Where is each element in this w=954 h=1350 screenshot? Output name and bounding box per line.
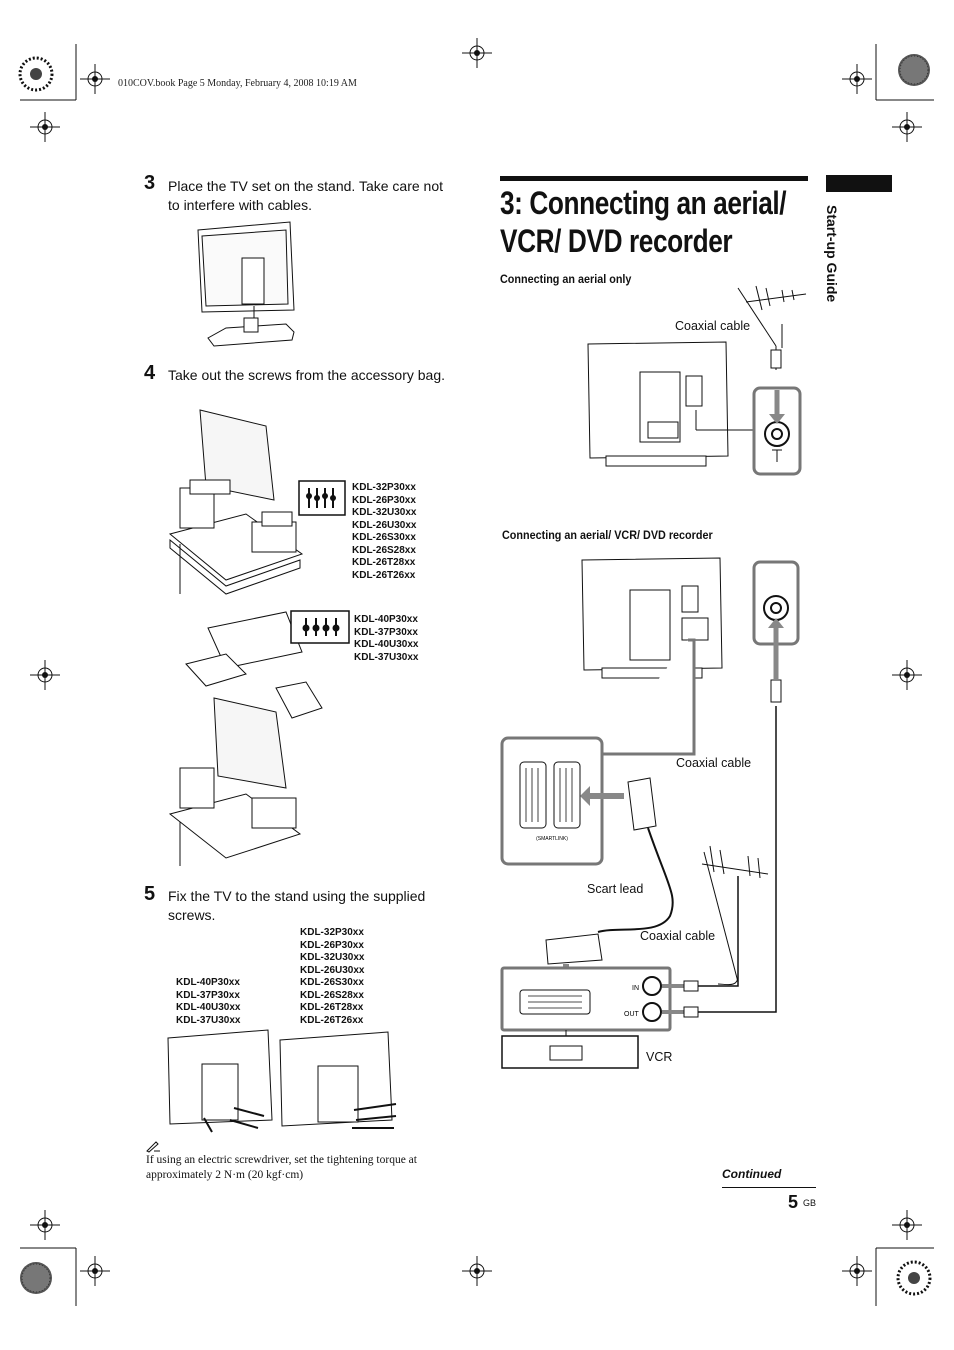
registration-mark-icon: [462, 38, 492, 68]
model-list-step5-small: KDL-32P30xx KDL-26P30xx KDL-32U30xx KDL-…: [300, 927, 365, 1026]
continued-label: Continued: [722, 1167, 782, 1181]
region-code: GB: [803, 1198, 817, 1208]
color-dial-icon: [896, 1260, 932, 1296]
registration-mark-icon: [892, 1210, 922, 1240]
subhead-aerial-vcr-dvd: Connecting an aerial/ VCR/ DVD recorder: [502, 528, 713, 542]
model-list-large-tvs: KDL-40P30xx KDL-37P30xx KDL-40U30xx KDL-…: [354, 614, 419, 663]
step-5-number: 5: [144, 883, 156, 905]
color-dial-icon: [18, 56, 54, 92]
model-list-small-tvs: KDL-32P30xx KDL-26P30xx KDL-32U30xx KDL-…: [352, 482, 417, 581]
screws-inset-large: [290, 610, 350, 644]
registration-mark-icon: [30, 112, 60, 142]
model-list-step5-large: KDL-40P30xx KDL-37P30xx KDL-40U30xx KDL-…: [176, 977, 241, 1026]
aerial-icon: [737, 285, 807, 348]
screwdriver-note: If using an electric screwdriver, set th…: [146, 1154, 417, 1181]
in-label: IN: [632, 985, 639, 992]
title-rule: [500, 176, 808, 181]
registration-mark-icon: [30, 660, 60, 690]
tv-on-stand-illustration: [197, 221, 295, 347]
color-dial-icon: [20, 1262, 52, 1294]
side-tab-label: Start-up Guide: [824, 205, 840, 303]
accessory-bag-illustration-small: [168, 409, 304, 595]
registration-mark-icon: [80, 64, 110, 94]
scart-lead-label: Scart lead: [587, 882, 644, 896]
file-info-header: 010COV.book Page 5 Monday, February 4, 2…: [118, 78, 357, 89]
page-title: 3: Connecting an aerial/ VCR/ DVD record…: [500, 185, 787, 259]
footer-rule: [722, 1187, 816, 1188]
registration-mark-icon: [842, 64, 872, 94]
vcr-label: VCR: [646, 1050, 673, 1064]
color-dial-icon: [898, 54, 930, 86]
coaxial-cable-label-1: Coaxial cable: [675, 319, 751, 333]
step-4-text: Take out the screws from the accessory b…: [168, 367, 446, 383]
smartlink-label: (SMARTLINK): [536, 836, 568, 842]
aerial-only-diagram: [587, 285, 807, 476]
aerial-vcr-dvd-diagram: (SMARTLINK) IN OUT: [500, 557, 800, 1069]
side-tab-block: [826, 175, 892, 192]
step-3-text: Place the TV set on the stand. Take care…: [168, 178, 443, 213]
registration-mark-icon: [30, 1210, 60, 1240]
accessory-bag-illustration-large: [168, 611, 323, 866]
registration-mark-icon: [892, 112, 922, 142]
coaxial-cable-label-2: Coaxial cable: [676, 756, 752, 770]
subhead-aerial-only: Connecting an aerial only: [500, 272, 632, 286]
step-4-number: 4: [144, 362, 156, 384]
registration-mark-icon: [892, 660, 922, 690]
step-5-text: Fix the TV to the stand using the suppli…: [168, 888, 426, 923]
page-number: 5: [788, 1192, 799, 1212]
out-label: OUT: [624, 1011, 640, 1018]
registration-mark-icon: [80, 1256, 110, 1286]
registration-mark-icon: [462, 1256, 492, 1286]
tv-back-screws-illustration: [167, 1029, 397, 1133]
step-3-number: 3: [144, 172, 156, 194]
registration-mark-icon: [842, 1256, 872, 1286]
screws-inset-small: [298, 480, 346, 516]
pencil-note-icon: [146, 1141, 160, 1153]
coaxial-cable-label-3: Coaxial cable: [640, 929, 716, 943]
